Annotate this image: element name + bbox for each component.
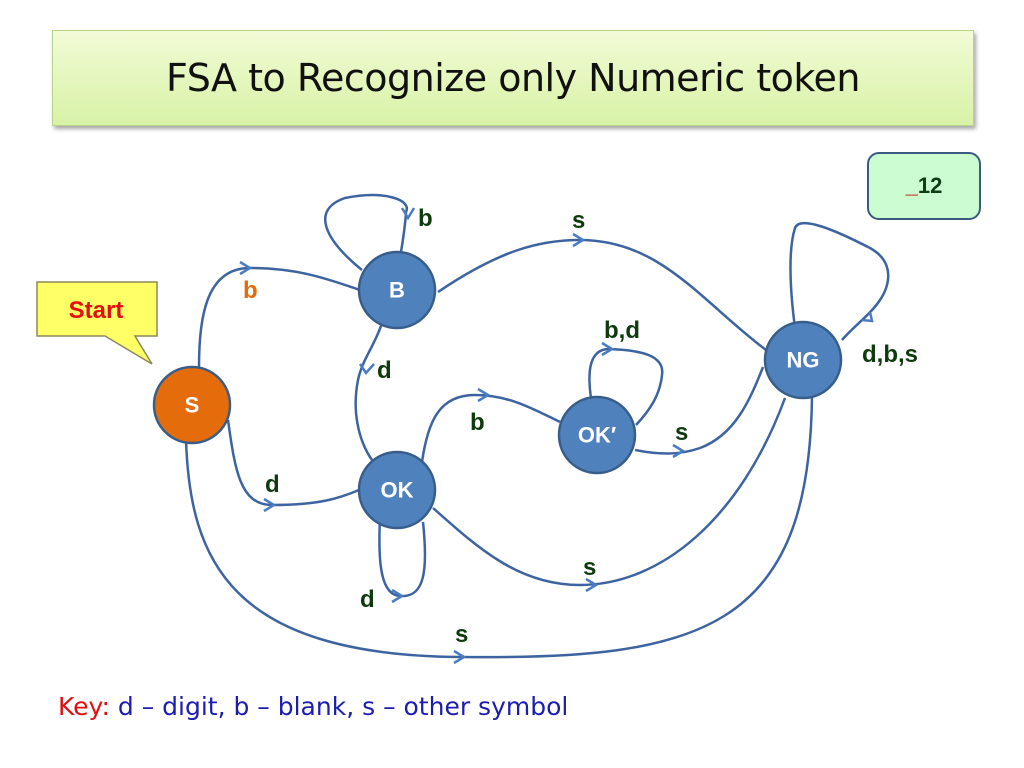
edge-S-OK: [226, 419, 360, 513]
label-S-NG: s: [455, 621, 468, 648]
edge-S-B: [197, 260, 361, 368]
label-S-B: b: [243, 277, 258, 304]
state-S: S: [152, 365, 232, 445]
input-value: 12: [917, 173, 943, 198]
state-OK-prime: OK′: [557, 395, 637, 475]
label-S-OK: d: [265, 471, 280, 498]
label-OK-OK: d: [360, 586, 375, 613]
page-title: FSA to Recognize only Numeric token: [166, 56, 860, 100]
label-OKp-NG: s: [675, 419, 688, 446]
label-B-OK: d: [377, 357, 392, 384]
input-example-box: _12: [867, 152, 981, 220]
input-prefix: _: [905, 173, 918, 198]
label-OK-OKp: b: [470, 409, 485, 436]
edge-B-OK: [354, 322, 384, 461]
edge-OK-OKp: [420, 387, 561, 463]
label-B-NG: s: [572, 207, 585, 234]
state-NG-label: NG: [787, 348, 820, 373]
edge-S-NG: [184, 394, 814, 665]
state-OK-prime-label: OK′: [578, 423, 616, 448]
key-text: d – digit, b – blank, s – other symbol: [117, 692, 569, 721]
state-S-label: S: [185, 393, 200, 418]
state-OK: OK: [357, 450, 437, 530]
state-B-label: B: [389, 278, 405, 303]
state-B: B: [357, 250, 437, 330]
start-callout: Start: [36, 281, 158, 365]
key-label: Key:: [58, 692, 110, 721]
edge-OKp-OKp-loop: [588, 341, 664, 426]
edge-NG-NG-loop: [789, 221, 890, 341]
edge-B-NG: [437, 232, 767, 351]
label-B-B: b: [418, 205, 433, 232]
edge-OK-OK-loop: [378, 517, 427, 604]
state-NG: NG: [763, 320, 843, 400]
state-OK-label: OK: [381, 478, 414, 503]
edge-B-B-loop: [324, 193, 416, 271]
edge-OK-NG: [432, 397, 787, 593]
label-OKp-OKp: b,d: [604, 317, 640, 344]
title-banner: FSA to Recognize only Numeric token: [52, 30, 974, 126]
label-OK-NG: s: [583, 554, 596, 581]
legend-key: Key: d – digit, b – blank, s – other sym…: [58, 692, 568, 721]
start-callout-text: Start: [69, 297, 124, 324]
edge-OKp-NG: [634, 366, 765, 459]
label-NG-NG: d,b,s: [862, 341, 918, 368]
